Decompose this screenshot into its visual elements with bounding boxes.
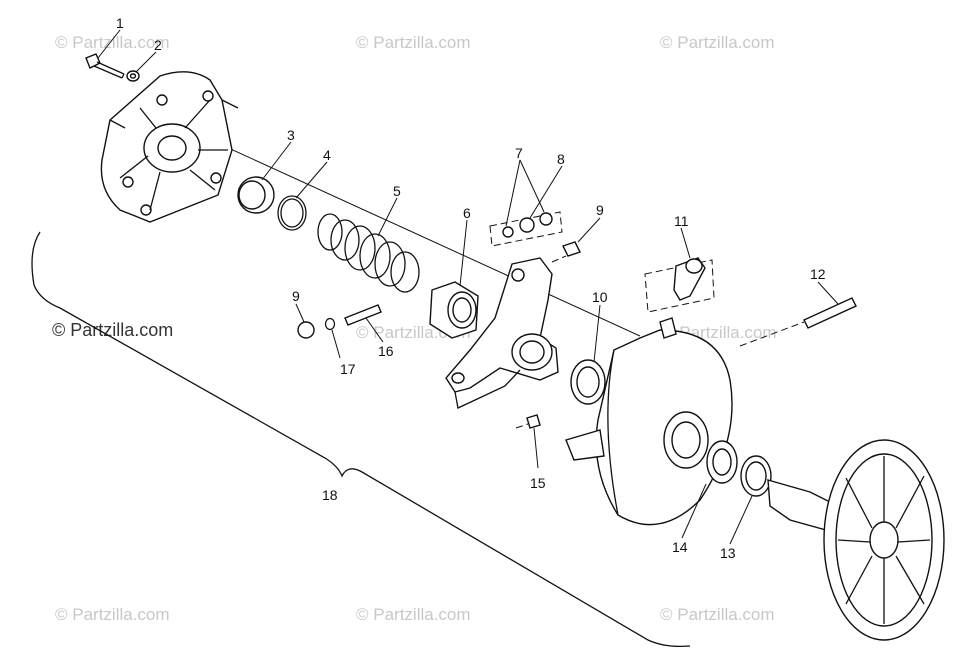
part-9-button-left (297, 321, 315, 339)
part-16-pin (344, 304, 382, 326)
watermark-3: © Partzilla.com (660, 33, 775, 52)
callout-13: 13 (720, 545, 736, 561)
part-6-cam-bushing (429, 281, 479, 339)
leader-lines (97, 29, 839, 545)
callout-16: 16 (378, 343, 394, 359)
watermark-8: © Partzilla.com (660, 605, 775, 624)
part-1-bolt (85, 53, 125, 79)
part-11-weight (644, 257, 715, 313)
watermark-6: © Partzilla.com (55, 605, 170, 624)
part-4-snap-ring (277, 195, 307, 231)
callout-6: 6 (463, 205, 471, 221)
assembly-centerline (199, 134, 641, 337)
part-2-washer (126, 70, 140, 82)
part-3-bushing (237, 176, 275, 214)
spider-arm (445, 257, 559, 409)
cover-plate (100, 71, 239, 223)
watermark-1: © Partzilla.com (55, 33, 170, 52)
callout-10: 10 (592, 289, 608, 305)
moveable-sheave (565, 317, 733, 526)
callout-4: 4 (323, 147, 331, 163)
callout-17: 17 (340, 361, 356, 377)
part-17-ring (324, 317, 336, 331)
part-13-washer (740, 455, 772, 497)
callout-9-right: 9 (596, 202, 604, 218)
callout-8: 8 (557, 151, 565, 167)
part-14-bushing (706, 440, 738, 484)
watermark-2: © Partzilla.com (356, 33, 471, 52)
callout-15: 15 (530, 475, 546, 491)
fixed-sheave (767, 439, 945, 641)
watermarks: © Partzilla.com © Partzilla.com © Partzi… (52, 33, 777, 624)
group-bracket-18 (31, 231, 691, 648)
part-9-button-right (551, 241, 581, 263)
callout-12: 12 (810, 266, 826, 282)
callout-14: 14 (672, 539, 688, 555)
callouts: 1 2 3 4 5 6 7 8 9 9 10 11 12 13 14 15 16… (116, 15, 826, 561)
part-10-washer (570, 359, 606, 405)
callout-3: 3 (287, 127, 295, 143)
watermark-dark: © Partzilla.com (52, 320, 173, 340)
part-15-nut (515, 414, 541, 429)
part-5-spring (317, 213, 420, 293)
callout-11: 11 (674, 213, 689, 229)
callout-7: 7 (515, 145, 523, 161)
callout-18: 18 (322, 487, 338, 503)
part-7-8-rollers (489, 211, 563, 247)
callout-9-left: 9 (292, 288, 300, 304)
part-12-bolt (739, 297, 857, 347)
callout-5: 5 (393, 183, 401, 199)
callout-2: 2 (154, 37, 162, 53)
watermark-7: © Partzilla.com (356, 605, 471, 624)
callout-1: 1 (116, 15, 124, 31)
